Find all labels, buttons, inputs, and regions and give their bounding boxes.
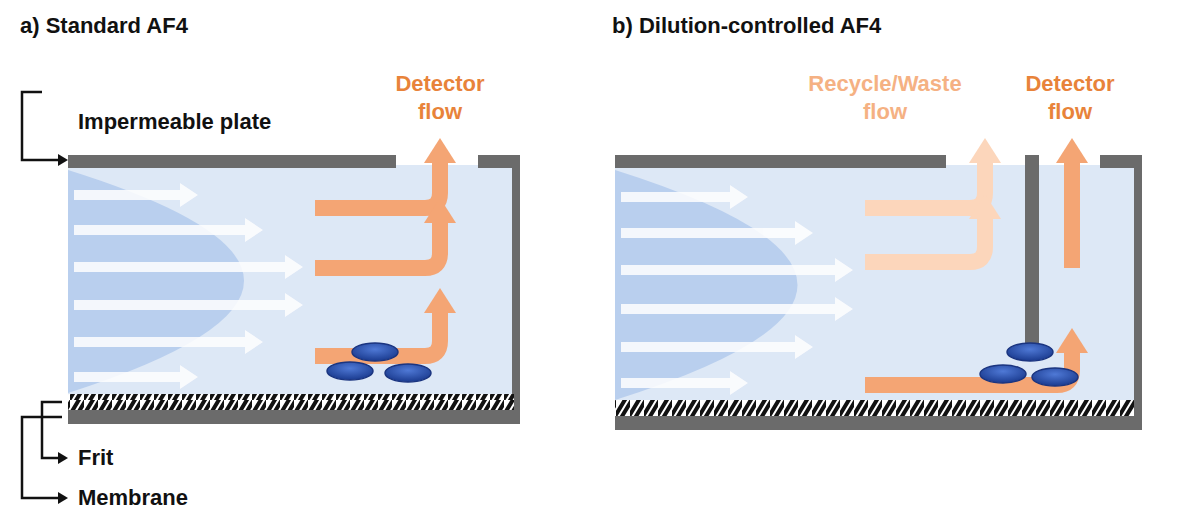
membrane: [68, 394, 514, 410]
part-label: Frit: [78, 444, 113, 472]
part-label: Impermeable plate: [78, 108, 271, 136]
flow-label: Recycle/Waste flow: [790, 70, 980, 125]
flow-label: Detector flow: [1010, 70, 1130, 125]
part-label: Membrane: [78, 484, 188, 512]
particles: [327, 343, 431, 382]
frit: [68, 410, 520, 424]
splitter-plate: [1025, 155, 1039, 345]
standard-channel: [68, 138, 520, 424]
flow-label: Detector flow: [380, 70, 500, 125]
leader-brackets: [22, 92, 62, 498]
panel-title: a) Standard AF4: [20, 12, 188, 40]
impermeable-plate: [68, 155, 396, 168]
flow-profile: [615, 170, 798, 400]
detector-flow-arrows: [315, 162, 440, 356]
flow-profile: [68, 170, 244, 393]
panel-title: b) Dilution-controlled AF4: [612, 12, 881, 40]
dilution-channel: [615, 138, 1142, 430]
flow-arrows: [74, 183, 303, 389]
